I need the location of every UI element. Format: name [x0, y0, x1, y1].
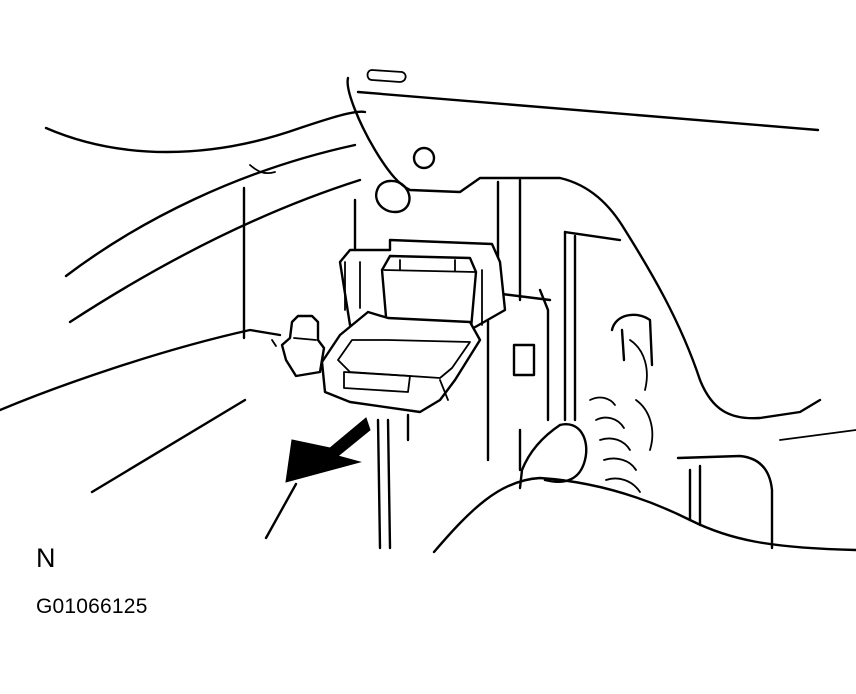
connector — [320, 238, 507, 414]
upper-bracket-plate — [346, 69, 822, 420]
body-panel-outline — [0, 110, 367, 494]
figure-id: G01066125 — [36, 595, 148, 618]
mounting-bolt — [271, 314, 326, 378]
wiring-harness — [432, 230, 856, 554]
callout-label: N — [36, 543, 56, 573]
direction-arrow-icon — [264, 417, 371, 540]
vertical-bracket — [353, 178, 552, 550]
